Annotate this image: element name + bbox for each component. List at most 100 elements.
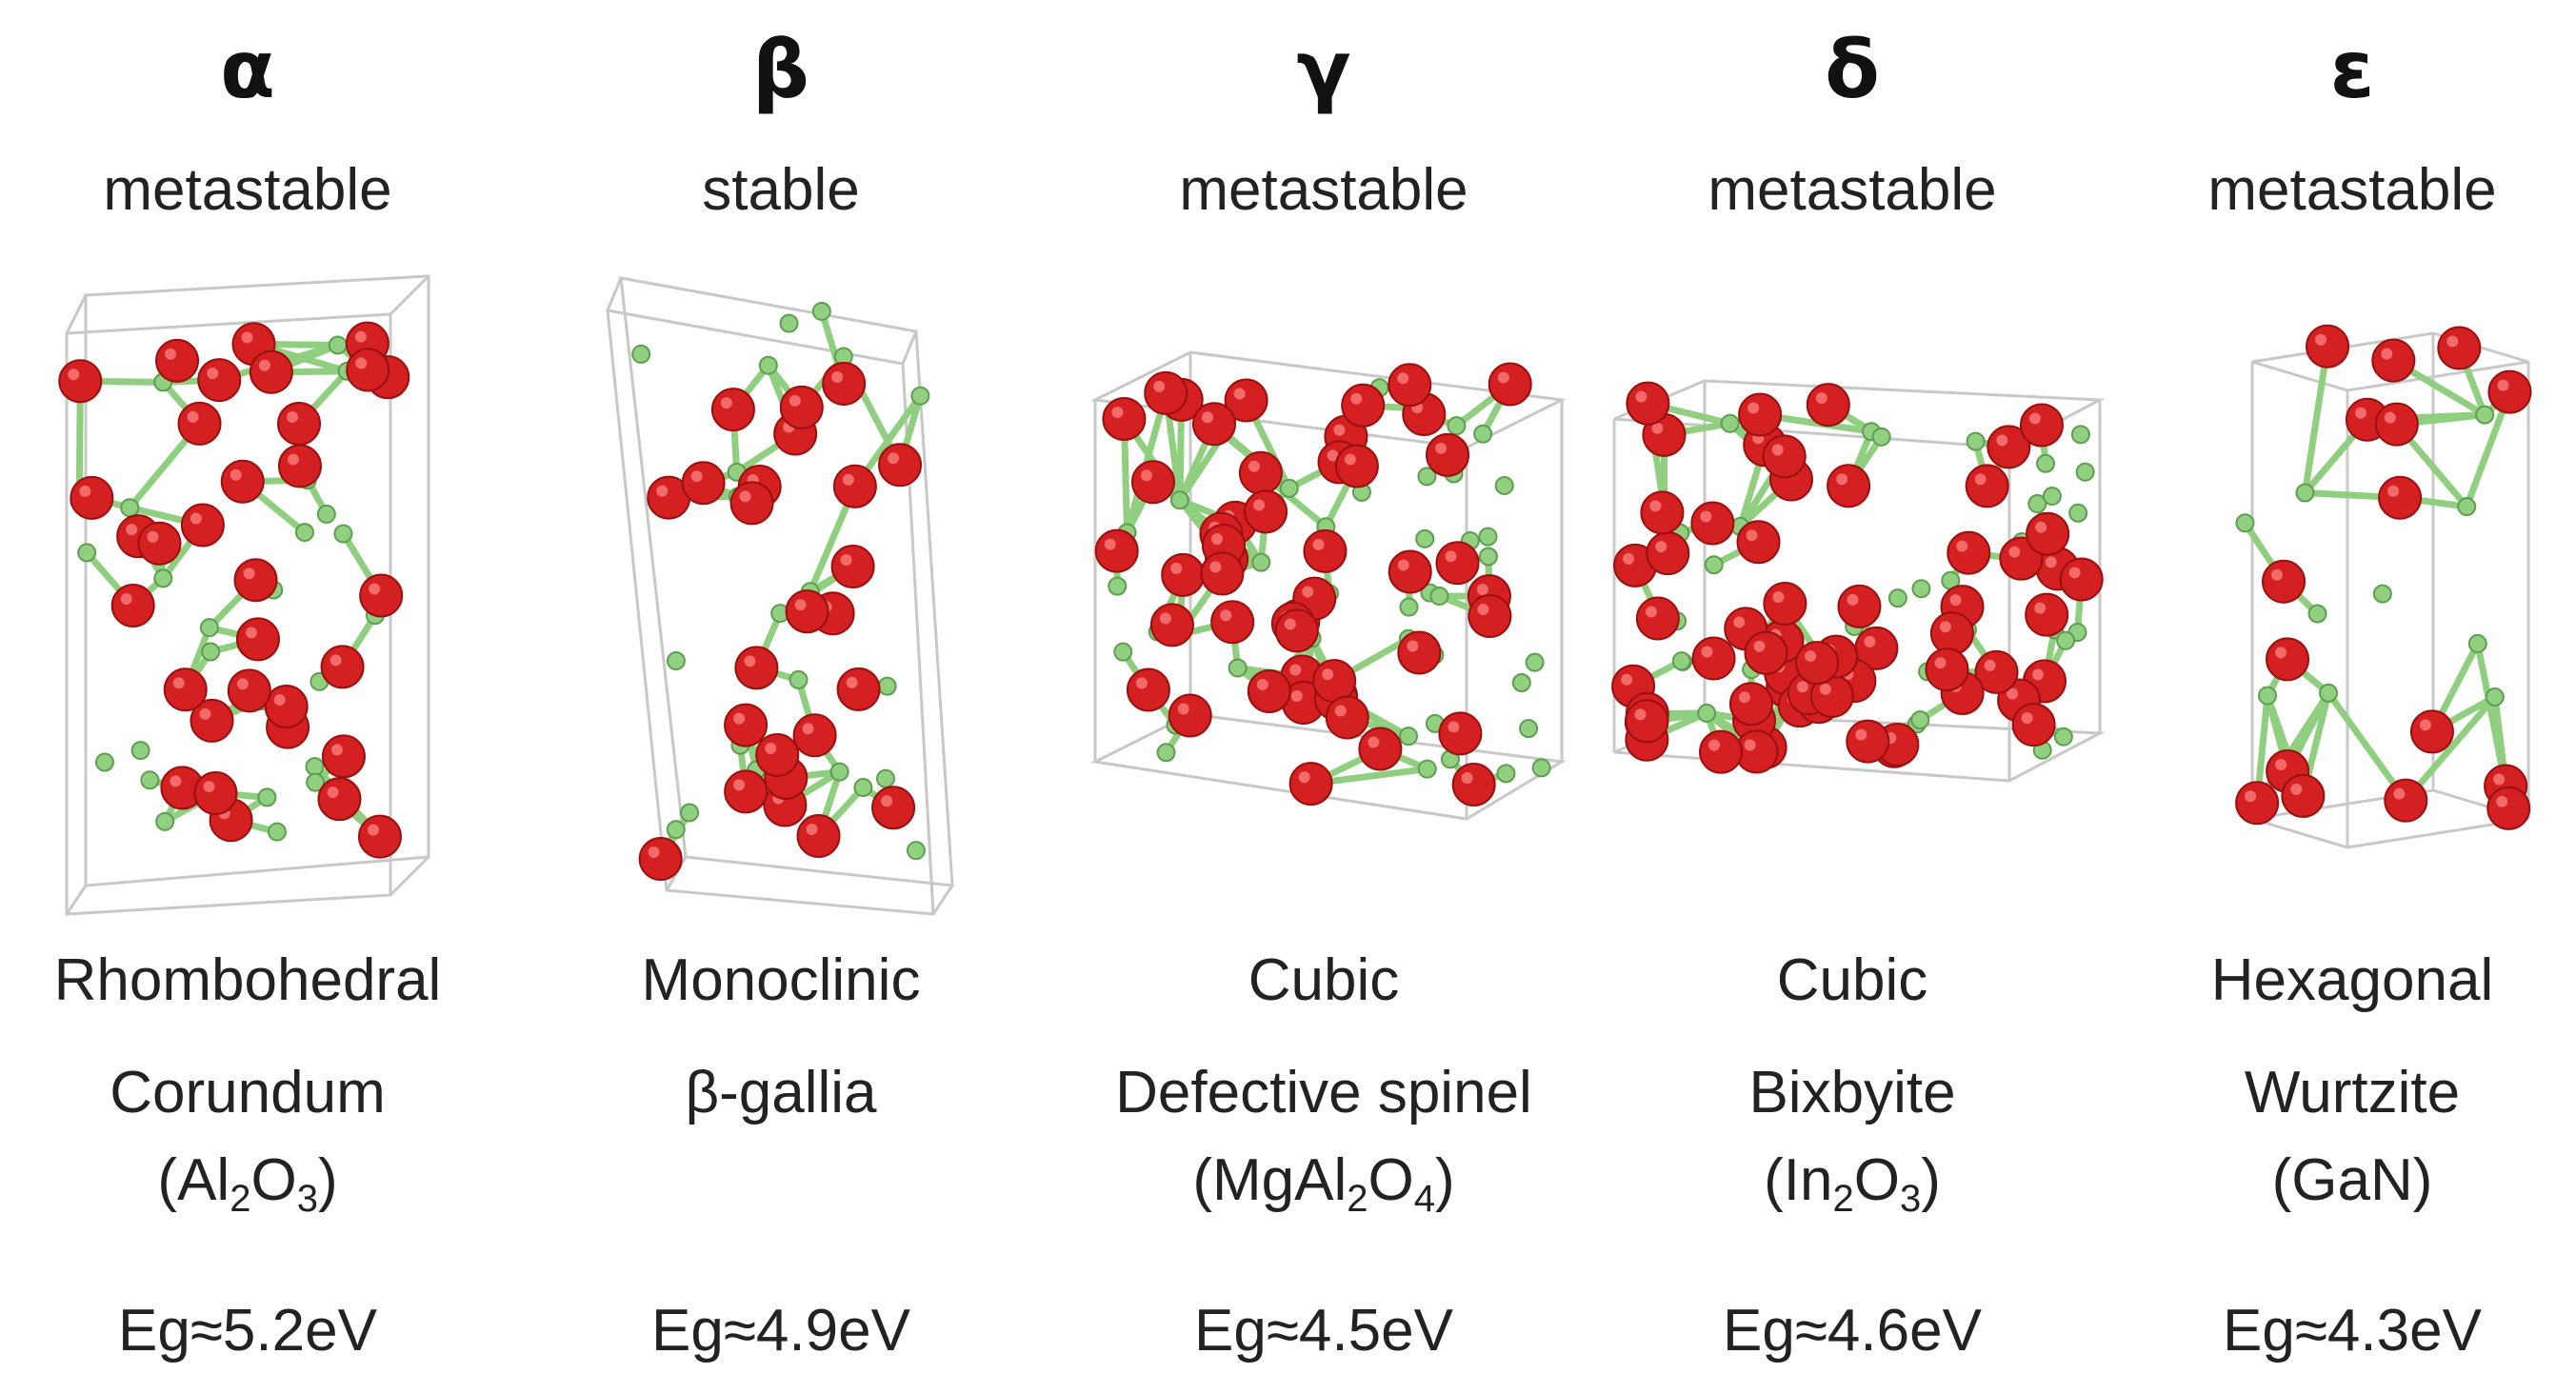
band-gap: Eg≈4.3eV — [2223, 1298, 2482, 1364]
atom-highlight — [369, 583, 381, 595]
atom-highlight — [2419, 719, 2431, 731]
oxygen-atom — [163, 667, 208, 712]
oxygen-atom — [2011, 703, 2056, 747]
oxygen-atom — [832, 464, 877, 508]
atom-highlight — [1284, 618, 1296, 630]
oxygen-atom — [1827, 464, 1871, 508]
oxygen-atom — [320, 645, 365, 689]
oxygen-atom — [792, 713, 837, 758]
atom-highlight — [187, 410, 199, 423]
atom-highlight — [241, 331, 253, 344]
atom-highlight — [1397, 559, 1409, 571]
oxygen-atom — [822, 361, 867, 406]
oxygen-atom — [1238, 450, 1283, 495]
crystal-structure-beta — [606, 276, 954, 916]
atom-highlight — [733, 712, 746, 725]
oxygen-atom — [177, 401, 222, 446]
metal-atom — [631, 344, 651, 364]
metal-atom — [140, 770, 160, 790]
atom-highlight — [1701, 646, 1713, 658]
band-gap: Eg≈4.5eV — [1194, 1298, 1453, 1364]
oxygen-atom — [1626, 381, 1670, 426]
metal-atom — [875, 768, 895, 788]
atom-highlight — [243, 568, 255, 580]
oxygen-atom — [197, 358, 242, 403]
oxygen-atom — [1451, 762, 1496, 807]
atom-highlight — [165, 348, 177, 360]
oxygen-atom — [734, 646, 779, 690]
atom-highlight — [1153, 380, 1166, 392]
metal-atom — [1911, 579, 1931, 599]
oxygen-atom — [1468, 594, 1512, 639]
metal-atom — [1399, 727, 1419, 747]
atom-highlight — [1815, 392, 1827, 405]
crystal-structure-delta — [1611, 379, 2105, 783]
atom-highlight — [1210, 532, 1223, 545]
oxygen-atom — [2025, 592, 2069, 637]
phase-column-beta: β stable Monoclinic β-gallia Eg≈4.9eV — [533, 0, 1028, 1394]
atom-highlight — [1312, 538, 1325, 550]
phase-symbol: δ — [1825, 23, 1880, 116]
metal-atom — [77, 543, 97, 563]
oxygen-atom — [1435, 541, 1480, 586]
atom-highlight — [1819, 683, 1831, 695]
atom-highlight — [733, 779, 746, 791]
atom-highlight — [1256, 678, 1268, 690]
oxygen-atom — [1191, 402, 1236, 447]
oxygen-atom — [785, 589, 829, 634]
atom-highlight — [190, 512, 202, 525]
atom-highlight — [2034, 602, 2047, 614]
atom-highlight — [1104, 538, 1116, 550]
atoms — [2235, 324, 2532, 830]
phase-stability: metastable — [1179, 157, 1468, 223]
oxygen-atom — [1728, 682, 1773, 727]
oxygen-atom — [227, 668, 271, 713]
oxygen-atom — [1763, 581, 1807, 626]
atom-highlight — [367, 824, 379, 836]
oxygen-atom — [193, 770, 238, 815]
oxygen-atom — [2437, 326, 2482, 370]
atom-highlight — [1289, 664, 1302, 676]
metal-atom — [1478, 527, 1498, 547]
metal-atom — [2027, 494, 2047, 514]
atom-highlight — [2021, 712, 2033, 725]
atom-highlight — [1645, 606, 1657, 618]
atom-highlight — [840, 554, 852, 567]
atom-highlight — [1939, 621, 1951, 633]
prototype-formula: (In2O3) — [1764, 1147, 1941, 1220]
atom-highlight — [2497, 379, 2509, 391]
metal-atom — [1519, 719, 1539, 739]
phase-symbol: γ — [1296, 23, 1351, 116]
phase-symbol: ε — [2329, 23, 2375, 116]
atom-highlight — [1327, 449, 1339, 462]
metal-atom — [1966, 431, 1986, 451]
metal-atom — [1417, 467, 1437, 487]
atom-highlight — [207, 368, 219, 380]
oxygen-atom — [1488, 362, 1532, 407]
oxygen-atom — [1358, 727, 1403, 771]
atom-highlight — [1623, 552, 1635, 565]
oxygen-atom — [1247, 668, 1291, 713]
atom-highlight — [1621, 673, 1633, 686]
metal-atom — [2042, 487, 2062, 507]
oxygen-atom — [1244, 489, 1288, 534]
atom-highlight — [1350, 392, 1363, 405]
oxygen-atom — [871, 786, 916, 830]
oxygen-atom — [796, 814, 841, 859]
oxygen-atom — [137, 521, 182, 566]
atom-highlight — [2007, 687, 2019, 700]
atom-highlight — [147, 530, 159, 543]
crystal-structure-gamma — [1089, 350, 1568, 821]
metal-atom — [1531, 758, 1551, 778]
oxygen-atom — [1341, 383, 1386, 428]
oxygen-atom — [1312, 659, 1357, 704]
oxygen-atom — [1288, 762, 1333, 807]
phase-stability: stable — [702, 157, 860, 223]
oxygen-atom — [1744, 630, 1788, 675]
oxygen-atom — [1388, 549, 1432, 594]
atom-highlight — [842, 473, 854, 486]
atom-highlight — [1253, 499, 1266, 511]
metal-atom — [666, 651, 686, 671]
prototype-formula: (MgAl2O4) — [1192, 1147, 1455, 1220]
metal-atom — [294, 523, 314, 543]
